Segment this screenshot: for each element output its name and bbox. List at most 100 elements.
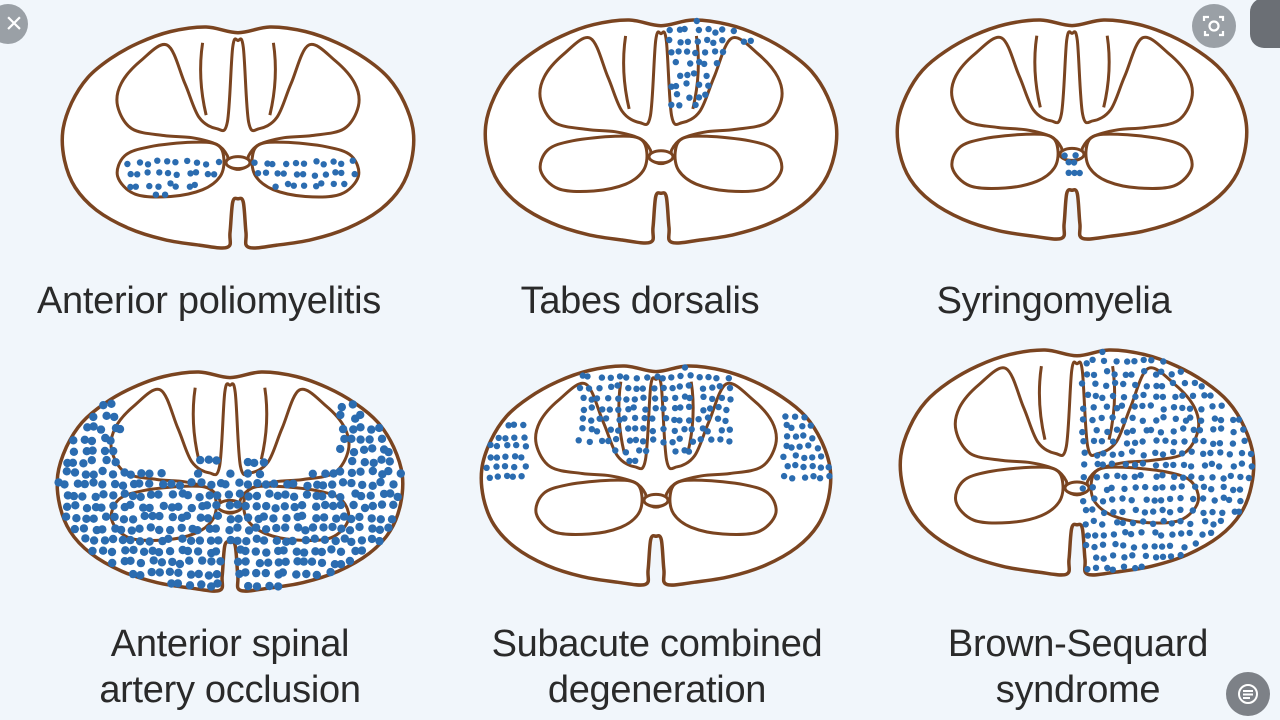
lesion-dot: [1076, 169, 1083, 177]
lesion-dot: [183, 546, 193, 556]
lesion-dot: [110, 479, 120, 489]
lesion-dot: [1093, 427, 1100, 434]
lesion-dot: [711, 48, 719, 55]
lesion-dot: [1100, 357, 1108, 365]
lesion-dot: [1132, 393, 1139, 400]
lesion-dot: [265, 489, 274, 498]
lesion-dot: [1148, 357, 1155, 364]
lesion-dot: [727, 396, 734, 403]
caption-anterior-spinal-artery-occlusion: Anterior spinal artery occlusion: [99, 623, 361, 711]
lesion-dot: [338, 424, 348, 434]
menu-button[interactable]: [1226, 672, 1270, 716]
lesion-dot: [282, 514, 291, 523]
lesion-dot: [329, 501, 338, 511]
lesion-dot: [109, 491, 118, 500]
lesion-dot: [684, 71, 691, 79]
lesion-dot: [262, 548, 271, 557]
lesion-dot: [825, 464, 832, 471]
lesion-dot: [621, 415, 628, 422]
cord-tabes-dorsalis: [483, 17, 839, 245]
dorsal-column-divider: [199, 42, 208, 116]
lesion-dot: [318, 180, 325, 187]
lesion-dot: [1119, 519, 1127, 527]
lesion-dot: [100, 446, 110, 456]
lesion-dot: [259, 512, 268, 521]
lesion-dot: [1141, 543, 1149, 550]
lesion-dot: [71, 501, 80, 510]
lesion-dot: [695, 94, 703, 101]
lesion-dot: [1130, 544, 1138, 551]
lesion-dot: [347, 478, 356, 488]
lesion-dot: [1192, 437, 1199, 444]
lesion-dot: [826, 472, 833, 480]
lesion-dot: [387, 515, 397, 524]
lesion-dot: [717, 436, 724, 443]
lesion-dot: [207, 480, 216, 490]
lesion-dot: [145, 537, 154, 546]
lesion-dot: [593, 428, 601, 435]
lesion-dot: [608, 383, 615, 390]
lesion-dot: [1090, 371, 1098, 379]
lesion-dot: [625, 384, 632, 392]
lesion-dot: [668, 101, 675, 109]
lesion-dot: [356, 467, 365, 476]
lesion-dot: [588, 417, 595, 424]
lesion-dot: [308, 469, 317, 478]
lesion-dot: [317, 558, 327, 568]
lesion-dot: [632, 436, 640, 444]
lesion-dot: [299, 171, 307, 178]
lesion-dot: [259, 458, 269, 467]
lesion-dot: [88, 546, 97, 556]
lesion-dot: [241, 501, 250, 511]
lesion-dot: [284, 180, 292, 188]
lesion-dot: [157, 558, 167, 567]
lesion-dot: [694, 38, 701, 45]
lesion-dot: [384, 466, 393, 476]
lesion-dot: [322, 171, 330, 178]
lesion-dot: [366, 491, 375, 500]
lesion-dot: [1099, 521, 1106, 528]
lesion-dot: [633, 385, 640, 392]
lesion-dot: [693, 17, 700, 25]
lesion-dot: [193, 159, 201, 166]
lesion-dot: [226, 535, 235, 545]
lesion-dot: [243, 469, 252, 478]
lens-button[interactable]: [1192, 4, 1236, 48]
grey-matter-outline: [538, 30, 784, 166]
lesion-dot: [182, 511, 192, 520]
lesion-dot: [1207, 392, 1214, 399]
lesion-dot: [1189, 392, 1197, 399]
cord-anterior-spinal-artery-occlusion: [54, 370, 405, 593]
lesion-dot: [330, 158, 337, 165]
lesion-dot: [204, 170, 212, 178]
side-panel-handle[interactable]: [1250, 0, 1280, 48]
lesion-dot: [1171, 473, 1178, 480]
lesion-dot: [172, 159, 179, 166]
lesion-dot: [625, 425, 632, 432]
lesion-dot: [1129, 427, 1137, 434]
lesion-dot: [718, 394, 726, 402]
dorsal-column-divider: [1102, 35, 1111, 108]
lesion-dot: [135, 524, 144, 533]
lesion-dot: [651, 385, 658, 392]
lesion-dot: [585, 385, 593, 392]
lesion-dot: [1152, 462, 1160, 469]
lesion-dot: [588, 404, 595, 411]
lesion-dot: [1114, 472, 1121, 479]
lesion-dot: [652, 405, 659, 412]
lesion-dot: [1147, 402, 1155, 409]
lesion-dot: [359, 445, 369, 454]
lesion-dot: [632, 425, 639, 432]
lesion-dot: [313, 183, 320, 190]
lesion-dot: [139, 503, 148, 512]
lesion-dot: [321, 500, 330, 510]
lesion-dot: [146, 523, 155, 532]
lesion-dot: [89, 470, 98, 479]
lesion-dot: [1189, 507, 1197, 514]
lesion-dot: [1140, 452, 1147, 459]
lesion-dot: [699, 385, 707, 392]
lesion-dot: [332, 169, 339, 176]
lesion-dot: [302, 490, 312, 499]
lesion-dot: [168, 512, 177, 522]
lesion-dot: [127, 170, 134, 178]
